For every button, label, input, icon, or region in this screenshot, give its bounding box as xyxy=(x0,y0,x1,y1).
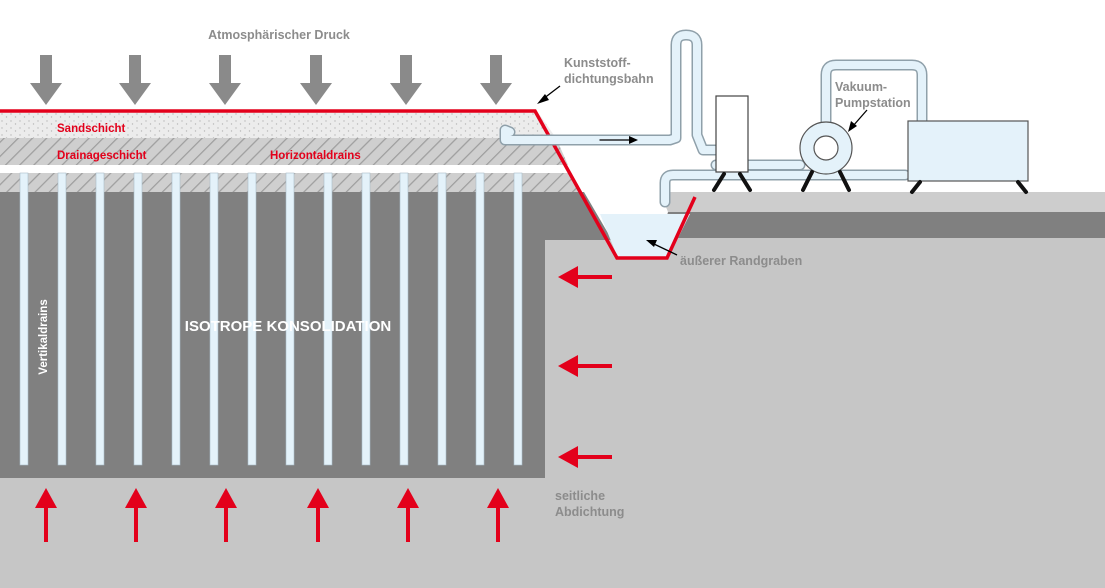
pressure-arrow-down-icon xyxy=(390,55,422,105)
pressure-arrow-down-icon xyxy=(209,55,241,105)
vertical-drain xyxy=(133,172,143,466)
vertical-drain xyxy=(323,172,333,466)
pressure-arrow-down-icon xyxy=(30,55,62,105)
lateral-seal-label-line1: seitliche xyxy=(555,489,605,503)
pressure-arrow-down-icon xyxy=(480,55,512,105)
vertical-drain xyxy=(19,172,29,466)
base-soil xyxy=(0,478,1105,588)
lateral-arrow-left-icon xyxy=(558,355,612,377)
pump-station-housing xyxy=(907,120,1029,182)
separator-tank xyxy=(715,95,749,173)
upward-arrow-icon xyxy=(35,488,57,542)
vertical-drain xyxy=(475,172,485,466)
vertical-drain xyxy=(399,172,409,466)
drainage-layer-label: Drainageschicht xyxy=(57,150,147,162)
upward-arrow-icon xyxy=(215,488,237,542)
lateral-arrow-left-icon xyxy=(558,266,612,288)
pressure-arrow-down-icon xyxy=(300,55,332,105)
vertical-drain xyxy=(247,172,257,466)
membrane-label-line2: dichtungsbahn xyxy=(564,72,654,86)
vertical-drain xyxy=(513,172,523,466)
drain-top-gap xyxy=(0,165,575,173)
pressure-arrows xyxy=(30,55,512,105)
lateral-seal-label-line2: Abdichtung xyxy=(555,505,624,519)
pump-label-line2: Pumpstation xyxy=(835,96,911,110)
sand-layer-label: Sandschicht xyxy=(57,123,126,135)
pump-impeller xyxy=(813,135,839,161)
outer-trench-label: äußerer Randgraben xyxy=(680,254,802,268)
vertical-drains-label: Vertikaldrains xyxy=(38,299,50,374)
sand-layer xyxy=(0,111,556,138)
vertical-drain xyxy=(361,172,371,466)
vertical-drain xyxy=(285,172,295,466)
vertical-drain xyxy=(437,172,447,466)
vertical-drain xyxy=(57,172,67,466)
pressure-arrow-down-icon xyxy=(119,55,151,105)
lateral-arrows xyxy=(558,266,612,468)
trench-water xyxy=(600,214,690,258)
leader-arrows xyxy=(537,85,868,256)
tank-legs xyxy=(712,172,752,192)
upward-arrow-icon xyxy=(487,488,509,542)
isotropic-consolidation-label: ISOTROPE KONSOLIDATION xyxy=(185,318,391,335)
vertical-drain xyxy=(171,172,181,466)
vertical-drain xyxy=(95,172,105,466)
horizontal-drains-label: Horizontaldrains xyxy=(270,150,361,162)
pump-label-line1: Vakuum- xyxy=(835,80,887,94)
station-legs xyxy=(910,180,1028,194)
upward-arrow-icon xyxy=(397,488,419,542)
membrane-label-line1: Kunststoff- xyxy=(564,56,631,70)
upward-arrow-icon xyxy=(125,488,147,542)
vertical-drains xyxy=(19,172,523,466)
lateral-arrow-left-icon xyxy=(558,446,612,468)
sealing-membrane xyxy=(0,109,697,260)
upward-arrows xyxy=(35,488,509,542)
vertical-drain xyxy=(209,172,219,466)
atmospheric-pressure-label: Atmosphärischer Druck xyxy=(208,28,350,42)
upward-arrow-icon xyxy=(307,488,329,542)
ground-surface xyxy=(660,192,1105,212)
pump-legs xyxy=(801,170,851,192)
consolidation-soil xyxy=(0,192,612,478)
